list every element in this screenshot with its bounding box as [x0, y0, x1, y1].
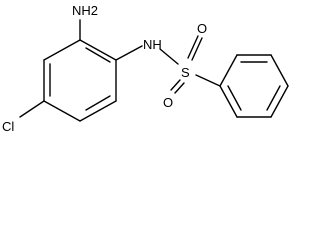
- molecule-canvas: NH2 NH S O O Cl: [2, 3, 289, 134]
- bond-s-to-phenyl: [195, 74, 221, 87]
- left-benzene-ring: [43, 39, 117, 122]
- bond-s-to-o-bottom-1: [170, 79, 181, 91]
- bond-nh-to-s: [159, 48, 179, 65]
- amide-nh-label: NH: [143, 37, 162, 52]
- double-bond-inner-5: [266, 85, 281, 111]
- bond-c3-c4: [79, 100, 117, 122]
- sulfur-label: S: [181, 65, 190, 80]
- bond-c1-c2: [79, 39, 117, 61]
- right-benzene-ring: [219, 54, 289, 118]
- bond-c6-c1: [43, 39, 81, 61]
- bond-ring-to-nh: [115, 45, 143, 61]
- amine-label: NH2: [72, 3, 98, 18]
- bond-p1-p2: [219, 54, 238, 87]
- chlorine-label: Cl: [2, 119, 14, 134]
- oxygen-bottom-label: O: [163, 95, 173, 110]
- oxygen-top-label: O: [197, 21, 207, 36]
- bond-s-to-o-top-2: [191, 37, 203, 61]
- bond-p4-p5: [270, 85, 289, 118]
- bond-s-to-o-bottom-2: [174, 82, 185, 94]
- double-bond-inner-2: [85, 95, 111, 111]
- bond-to-chlorine: [19, 100, 45, 118]
- bond-p6-p1: [219, 85, 238, 118]
- double-bond-inner-6: [227, 85, 242, 111]
- structure-diagram: NH2 NH S O O Cl: [2, 3, 289, 134]
- double-bond-inner-1: [85, 47, 111, 63]
- bond-c4-c5: [43, 100, 81, 122]
- bond-s-to-o-top-1: [187, 35, 199, 59]
- bond-p3-p4: [270, 54, 289, 87]
